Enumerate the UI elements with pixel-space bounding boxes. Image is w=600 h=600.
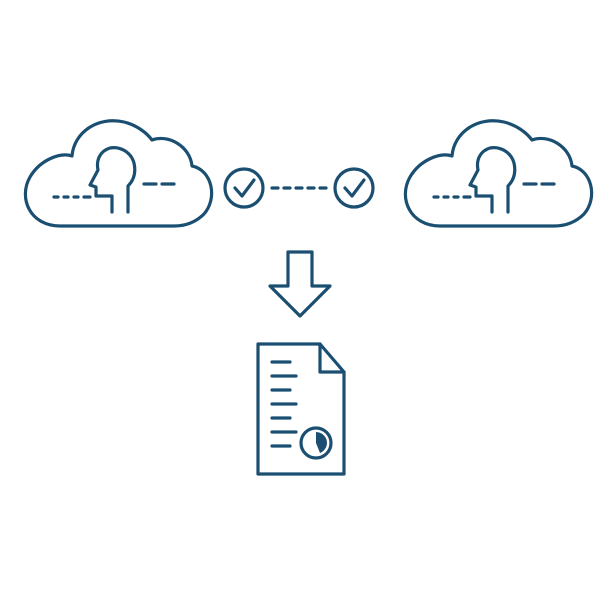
document-outline bbox=[256, 342, 346, 476]
left-cloud-outline bbox=[23, 119, 214, 228]
pie-chart-icon bbox=[299, 426, 333, 460]
arrow-down-icon bbox=[268, 250, 332, 318]
left-dashes bbox=[52, 182, 176, 199]
left-person-head bbox=[88, 146, 137, 214]
document-fold bbox=[318, 342, 346, 374]
right-cloud-person-icon bbox=[403, 119, 594, 228]
right-check-circle-icon bbox=[333, 167, 375, 209]
right-dashes bbox=[432, 182, 556, 199]
right-person-head bbox=[468, 146, 517, 214]
left-check-circle-icon bbox=[223, 167, 265, 209]
left-cloud-person-icon bbox=[23, 119, 214, 228]
document-chart-icon bbox=[256, 342, 346, 476]
document-lines bbox=[270, 360, 298, 448]
right-cloud-outline bbox=[403, 119, 594, 228]
